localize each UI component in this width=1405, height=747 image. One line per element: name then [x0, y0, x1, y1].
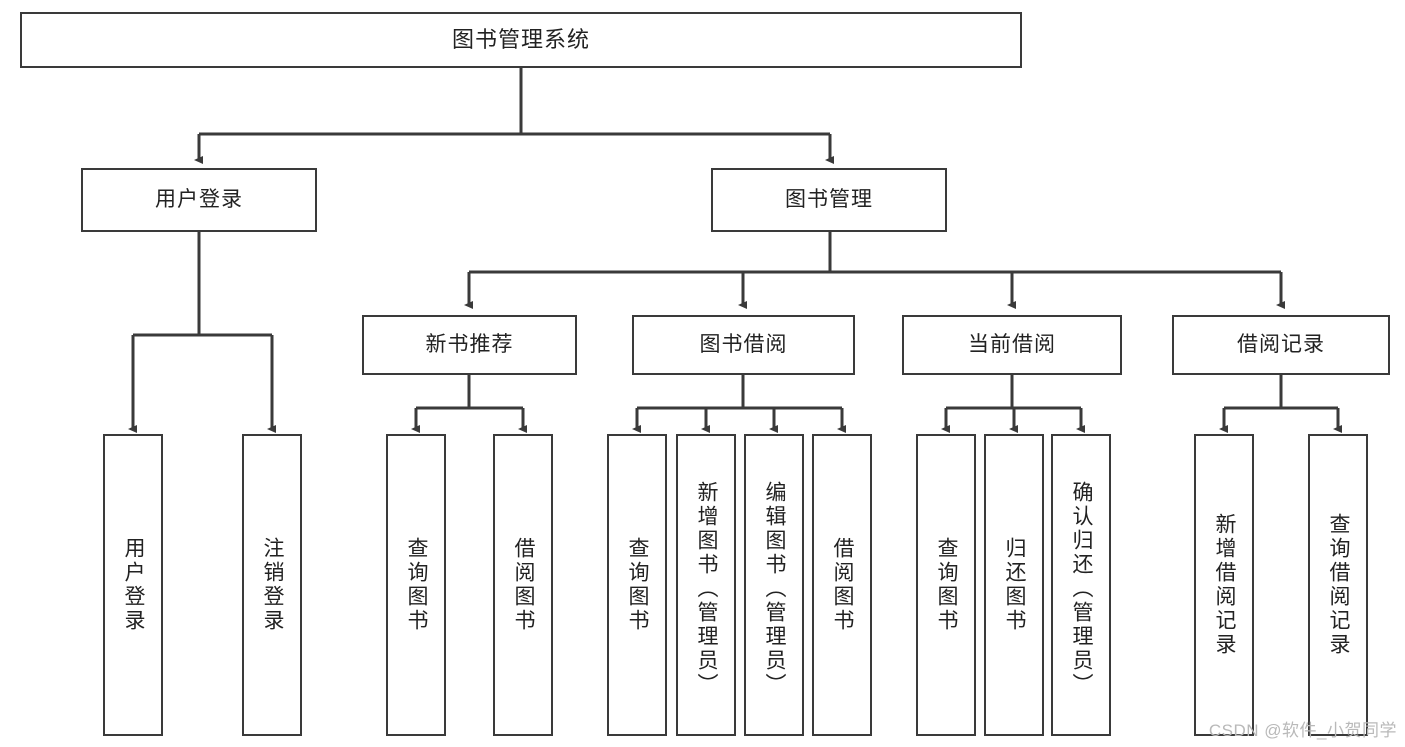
node-label: 查询图书 — [626, 537, 650, 633]
node-label: 查询图书 — [405, 537, 429, 633]
node-label: 用户登录 — [122, 537, 146, 633]
node-label: 新增借阅记录 — [1213, 513, 1237, 657]
leaf-new-book-query-book[interactable]: 查询图书 — [386, 434, 446, 736]
leaf-current-borrow-return-book[interactable]: 归还图书 — [984, 434, 1044, 736]
leaf-new-book-borrow-book[interactable]: 借阅图书 — [493, 434, 553, 736]
leaf-current-borrow-confirm-return-admin[interactable]: 确认归还（管理员） — [1051, 434, 1111, 736]
node-root-book-management-system[interactable]: 图书管理系统 — [20, 12, 1022, 68]
node-label: 图书管理系统 — [451, 27, 590, 53]
node-label: 编辑图书（管理员） — [763, 481, 787, 697]
node-label: 确认归还（管理员） — [1070, 481, 1094, 697]
node-label: 查询借阅记录 — [1327, 513, 1351, 657]
node-label: 借阅图书 — [512, 537, 536, 633]
node-borrow-record[interactable]: 借阅记录 — [1172, 315, 1390, 375]
node-new-book-recommend[interactable]: 新书推荐 — [362, 315, 577, 375]
leaf-user-login-login[interactable]: 用户登录 — [103, 434, 163, 736]
node-label: 归还图书 — [1003, 537, 1027, 633]
leaf-current-borrow-query-book[interactable]: 查询图书 — [916, 434, 976, 736]
leaf-borrow-record-add-record[interactable]: 新增借阅记录 — [1194, 434, 1254, 736]
node-book-management[interactable]: 图书管理 — [711, 168, 947, 232]
node-label: 当前借阅 — [968, 332, 1056, 356]
node-user-login[interactable]: 用户登录 — [81, 168, 317, 232]
node-label: 图书借阅 — [699, 332, 788, 356]
node-label: 借阅图书 — [831, 537, 855, 633]
node-label: 新增图书（管理员） — [695, 481, 719, 697]
leaf-borrow-record-query-record[interactable]: 查询借阅记录 — [1308, 434, 1368, 736]
node-label: 注销登录 — [261, 537, 285, 633]
node-book-borrow[interactable]: 图书借阅 — [632, 315, 855, 375]
node-label: 用户登录 — [155, 187, 243, 211]
leaf-book-borrow-add-book-admin[interactable]: 新增图书（管理员） — [676, 434, 736, 736]
node-label: 查询图书 — [935, 537, 959, 633]
node-label: 新书推荐 — [425, 332, 514, 356]
node-current-borrow[interactable]: 当前借阅 — [902, 315, 1122, 375]
leaf-book-borrow-edit-book-admin[interactable]: 编辑图书（管理员） — [744, 434, 804, 736]
watermark-credit: CSDN @软件_小贺同学 — [1208, 721, 1397, 740]
node-label: 借阅记录 — [1237, 332, 1325, 356]
leaf-book-borrow-borrow-book[interactable]: 借阅图书 — [812, 434, 872, 736]
leaf-user-login-logout[interactable]: 注销登录 — [242, 434, 302, 736]
leaf-book-borrow-query-book[interactable]: 查询图书 — [607, 434, 667, 736]
node-label: 图书管理 — [785, 187, 873, 211]
